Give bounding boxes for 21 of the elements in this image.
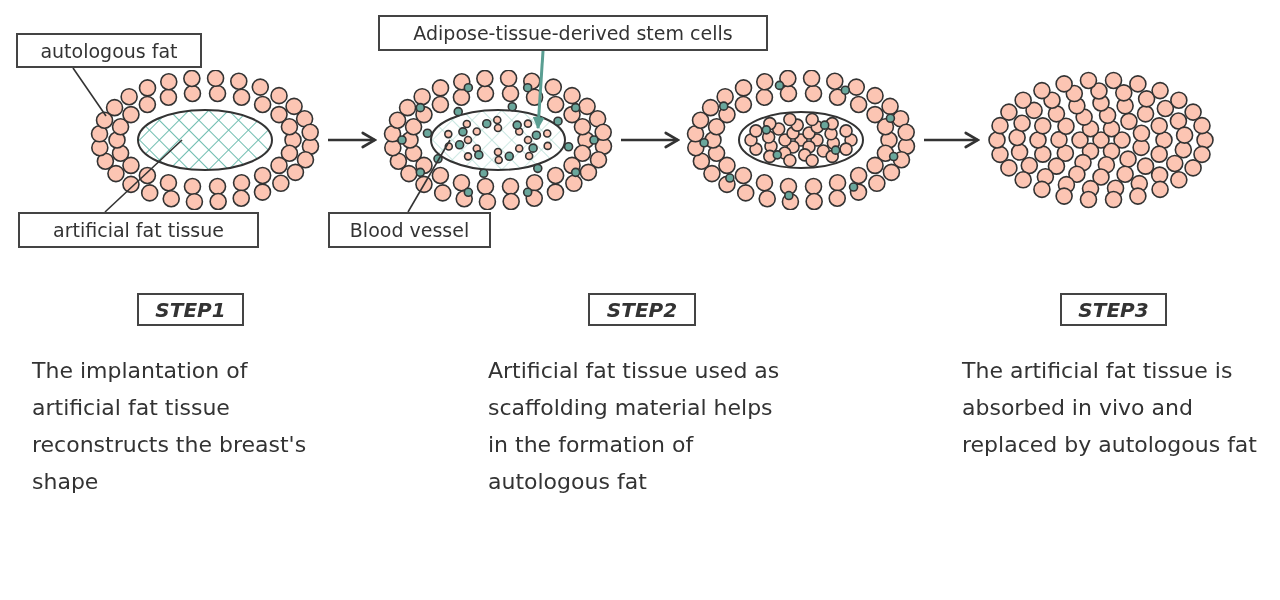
- step-description: Artificial fat tissue used as scaffolding material helps in the formation of autologous fat: [488, 357, 781, 496]
- arrow: [328, 131, 377, 149]
- leader-line: [407, 139, 451, 213]
- leader-line: [104, 139, 183, 213]
- leader-line: [72, 67, 107, 117]
- leader-arrow: [532, 50, 545, 130]
- tissue-drawing: [686, 70, 916, 210]
- tissue-drawing: [383, 70, 613, 210]
- tissue-drawing: [986, 70, 1216, 210]
- step-description: The implantation of artificial fat tissue reconstructs the breast's shape: [32, 357, 308, 496]
- step-label: STEP3: [1060, 293, 1167, 326]
- callout-label: autologous fat: [16, 33, 202, 68]
- tissue-drawing: [90, 70, 320, 210]
- callout-label: Adipose-tissue-derived stem cells: [378, 15, 768, 51]
- callout-label: artificial fat tissue: [18, 212, 259, 248]
- arrow: [924, 131, 980, 149]
- step-label: STEP2: [588, 293, 696, 326]
- callout-label: Blood vessel: [328, 212, 491, 248]
- step-description: The artificial fat tissue is absorbed in vivo and replaced by autologous fat: [962, 357, 1258, 459]
- step-label: STEP1: [137, 293, 244, 326]
- arrow: [621, 131, 680, 149]
